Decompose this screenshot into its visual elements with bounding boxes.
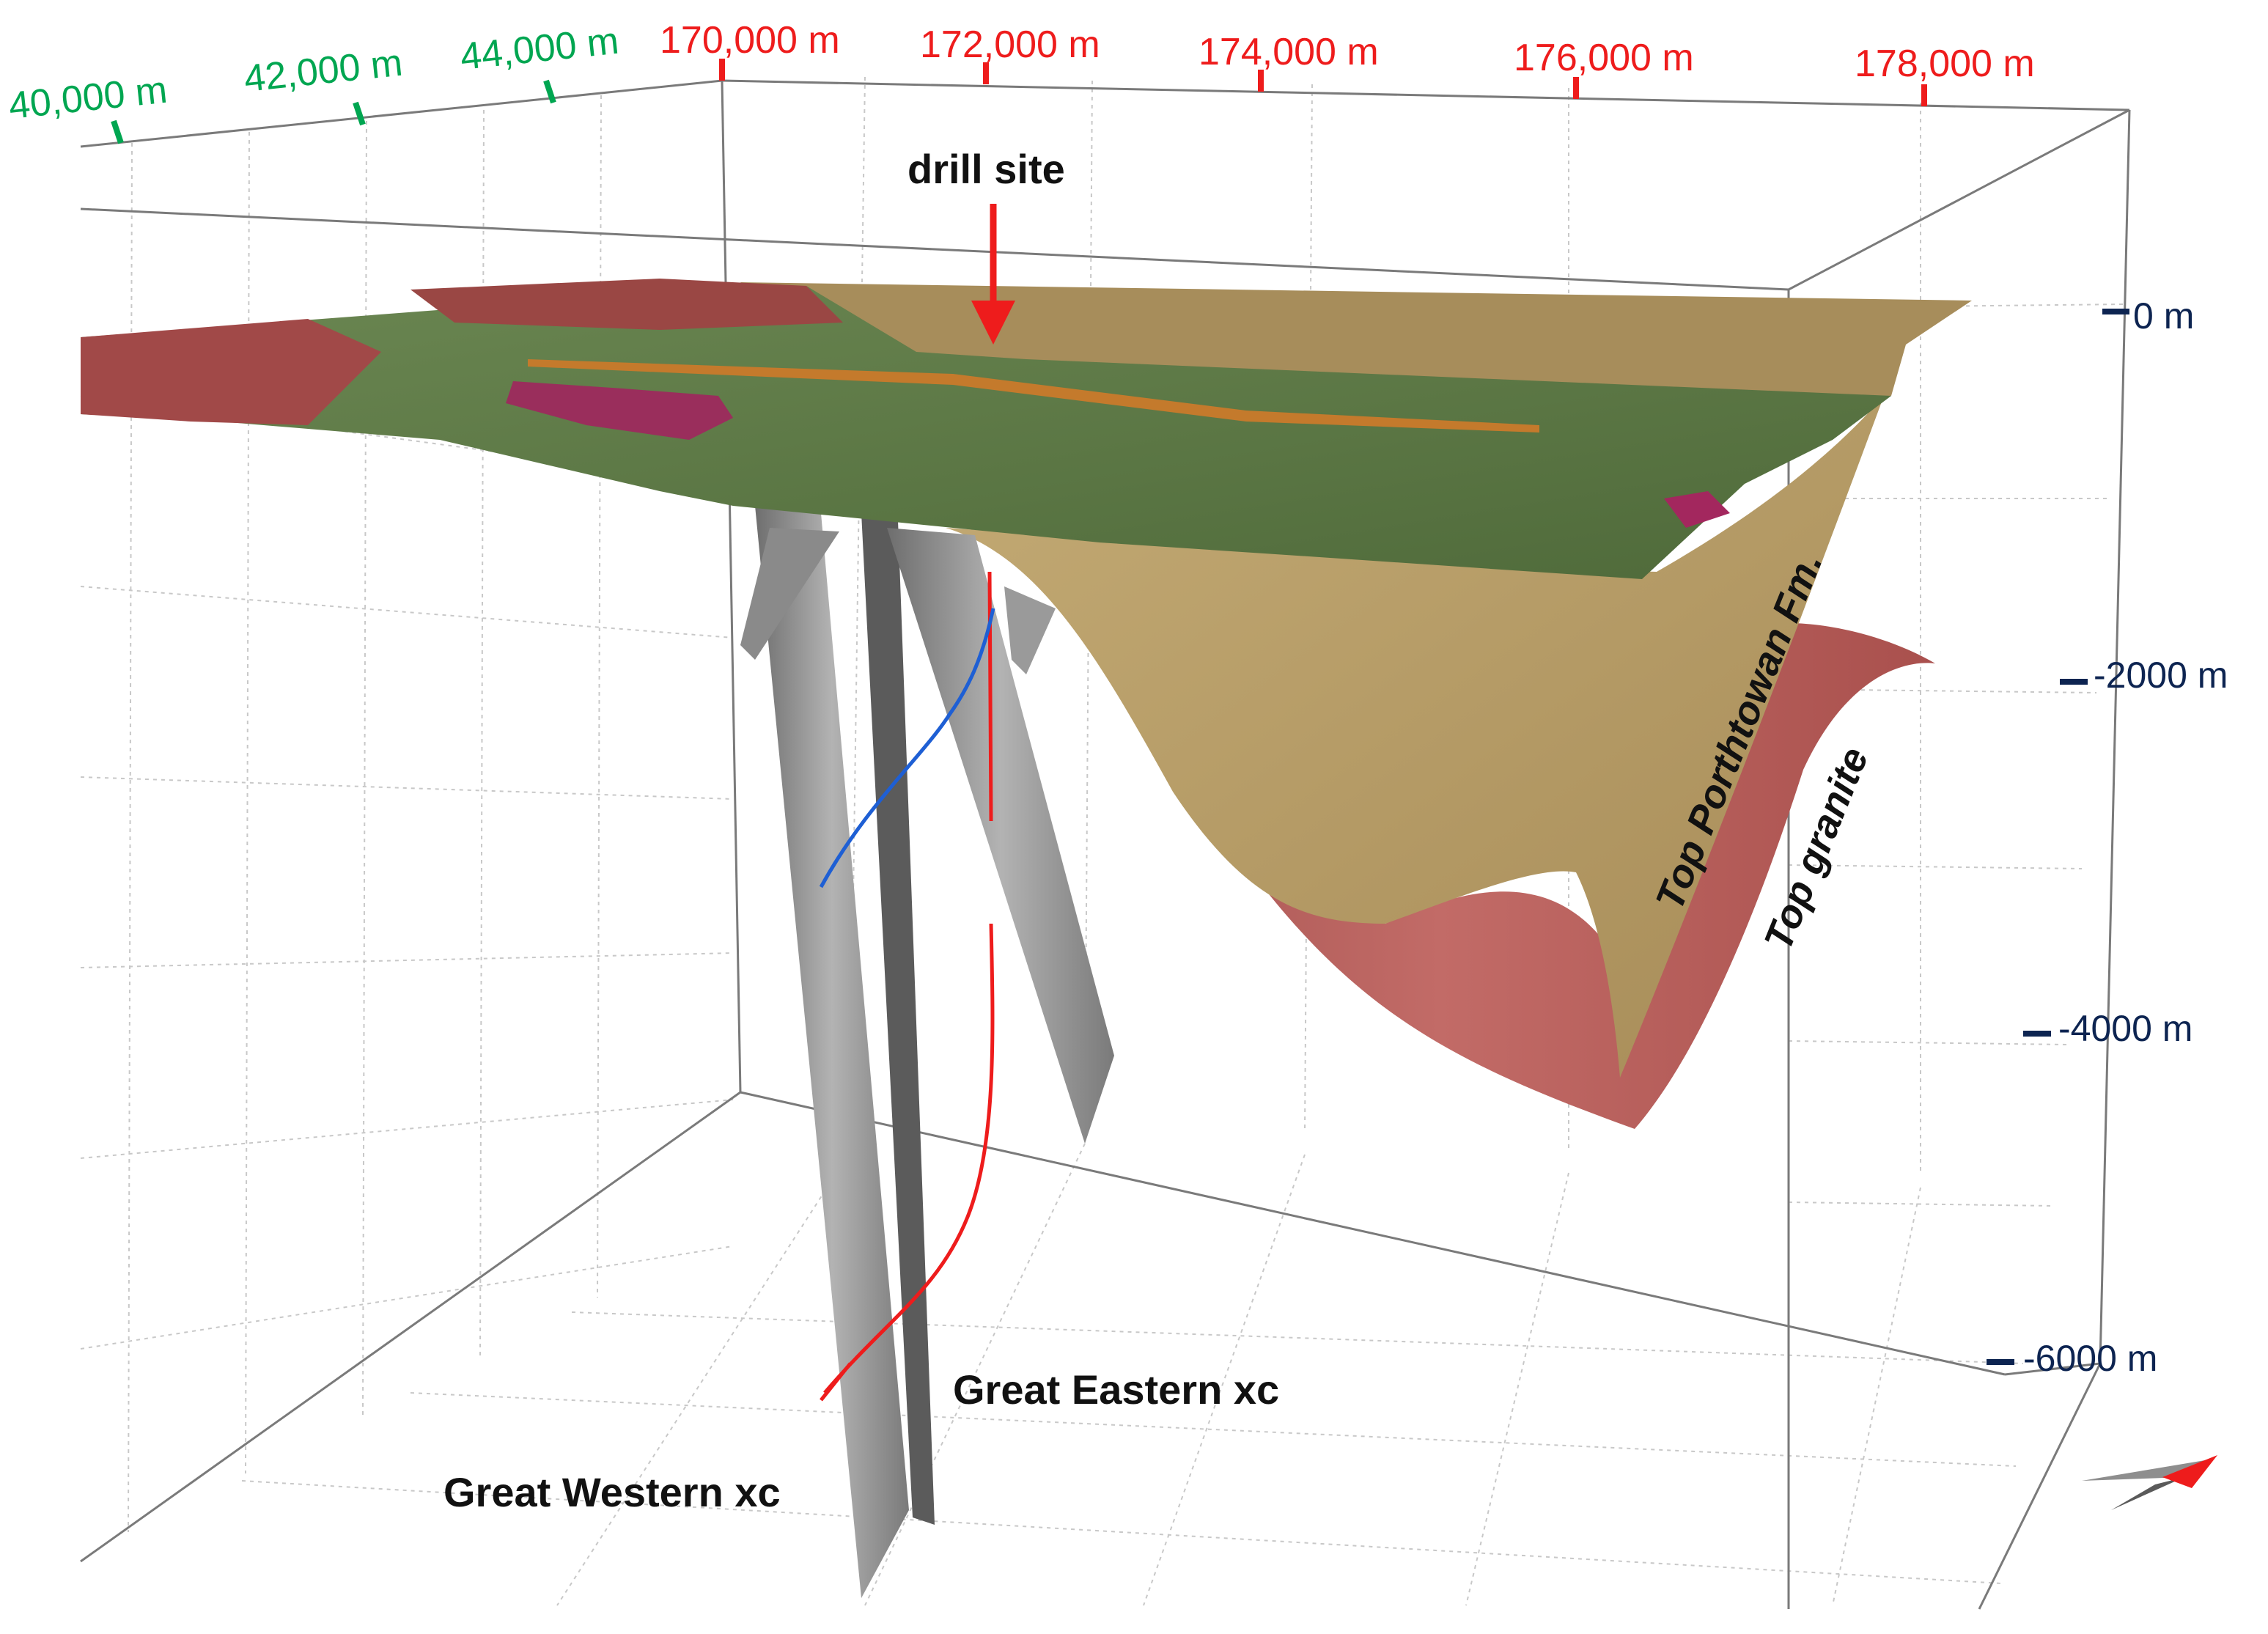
surface-red-north [410,279,843,330]
oblique-fault [887,528,1114,1144]
drill-site-label: drill site [907,146,1065,192]
easting-label-176000: 176,000 m [1514,37,1694,79]
easting-label-178000: 178,000 m [1855,43,2035,85]
surface-orange-band [528,359,1539,433]
axis-ticks [111,59,2129,1365]
great-western-label: Great Western xc [443,1469,781,1515]
red-well-trajectory [823,571,995,1394]
topographic-surface [81,279,1972,579]
depth-label-2000: -2000 m [2094,655,2228,696]
drill-site-arrow [971,204,1015,345]
easting-label-174000: 174,000 m [1199,31,1379,73]
northing-label-40000: 40,000 m [7,69,169,128]
easting-label-172000: 172,000 m [920,23,1100,66]
depth-label-0: 0 m [2133,295,2194,336]
depth-label-4000: -4000 m [2058,1008,2192,1049]
easting-label-170000: 170,000 m [660,19,840,62]
surface-green-region [81,286,1891,579]
northing-label-42000: 42,000 m [242,42,405,100]
great-eastern-fault [861,513,935,1525]
surface-red-west [81,319,381,425]
northing-label-44000: 44,000 m [458,20,621,78]
great-eastern-label: Great Eastern xc [953,1366,1279,1413]
blue-well-trajectory [819,608,995,888]
top-porthtowan-surface [946,396,1884,1078]
red-well-lower [820,1362,852,1402]
depth-label-6000: -6000 m [2023,1338,2157,1379]
bounding-box [80,79,2131,1610]
orientation-compass-icon [2082,1455,2217,1510]
surface-magenta-band [506,381,733,440]
small-fault-left [740,528,839,660]
fault-planes [740,506,1114,1598]
great-western-fault [755,506,909,1598]
surface-magenta-east [1664,491,1730,528]
top-granite-surface [946,528,1935,1129]
background-grid [80,76,2127,1606]
small-fault-right [1004,586,1056,674]
